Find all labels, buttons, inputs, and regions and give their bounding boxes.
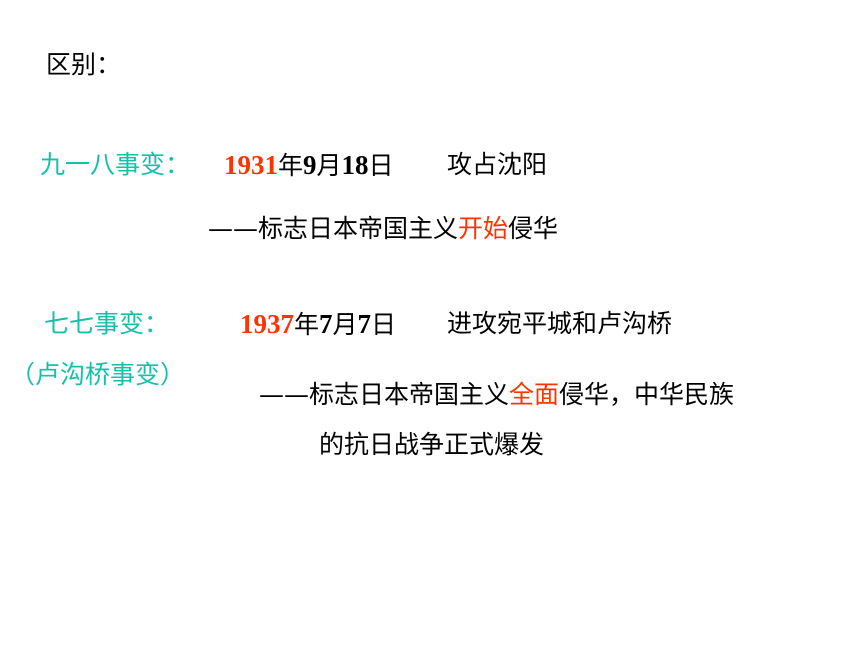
- event-date-77: 1937年7月7日: [240, 308, 396, 340]
- event-note-918: ——标志日本帝国主义开始侵华: [208, 214, 558, 244]
- date-part: 日: [368, 151, 394, 180]
- note-suffix: 侵华: [508, 214, 559, 243]
- note-suffix: 侵华，中华民族: [559, 380, 735, 409]
- date-part: 日: [371, 310, 397, 339]
- event-action-918: 攻占沈阳: [447, 150, 548, 179]
- event-name-77: 七七事变：: [44, 309, 170, 338]
- date-part: 月: [332, 310, 358, 339]
- event-note-77-line2: 的抗日战争正式爆发: [319, 430, 545, 459]
- year-918: 1931: [224, 150, 278, 180]
- year-77: 1937: [240, 309, 294, 339]
- day-77: 7: [357, 309, 372, 339]
- note-prefix: ——标志日本帝国主义: [259, 380, 510, 409]
- event-action-77: 进攻宛平城和卢沟桥: [447, 309, 673, 338]
- date-part: 年: [294, 310, 320, 339]
- event-alias-77: （卢沟桥事变）: [10, 360, 186, 389]
- month-918: 9: [303, 150, 317, 180]
- event-name-918: 九一八事变：: [40, 150, 191, 179]
- note-highlight: 全面: [509, 380, 560, 409]
- note-highlight: 开始: [458, 214, 509, 243]
- day-918: 18: [341, 150, 369, 180]
- date-part: 年: [278, 151, 304, 180]
- month-77: 7: [319, 309, 333, 339]
- date-part: 月: [316, 151, 342, 180]
- heading: 区别：: [46, 50, 122, 79]
- event-date-918: 1931年9月18日: [224, 149, 394, 181]
- note-prefix: ——标志日本帝国主义: [208, 214, 459, 243]
- event-note-77: ——标志日本帝国主义全面侵华，中华民族: [259, 380, 734, 410]
